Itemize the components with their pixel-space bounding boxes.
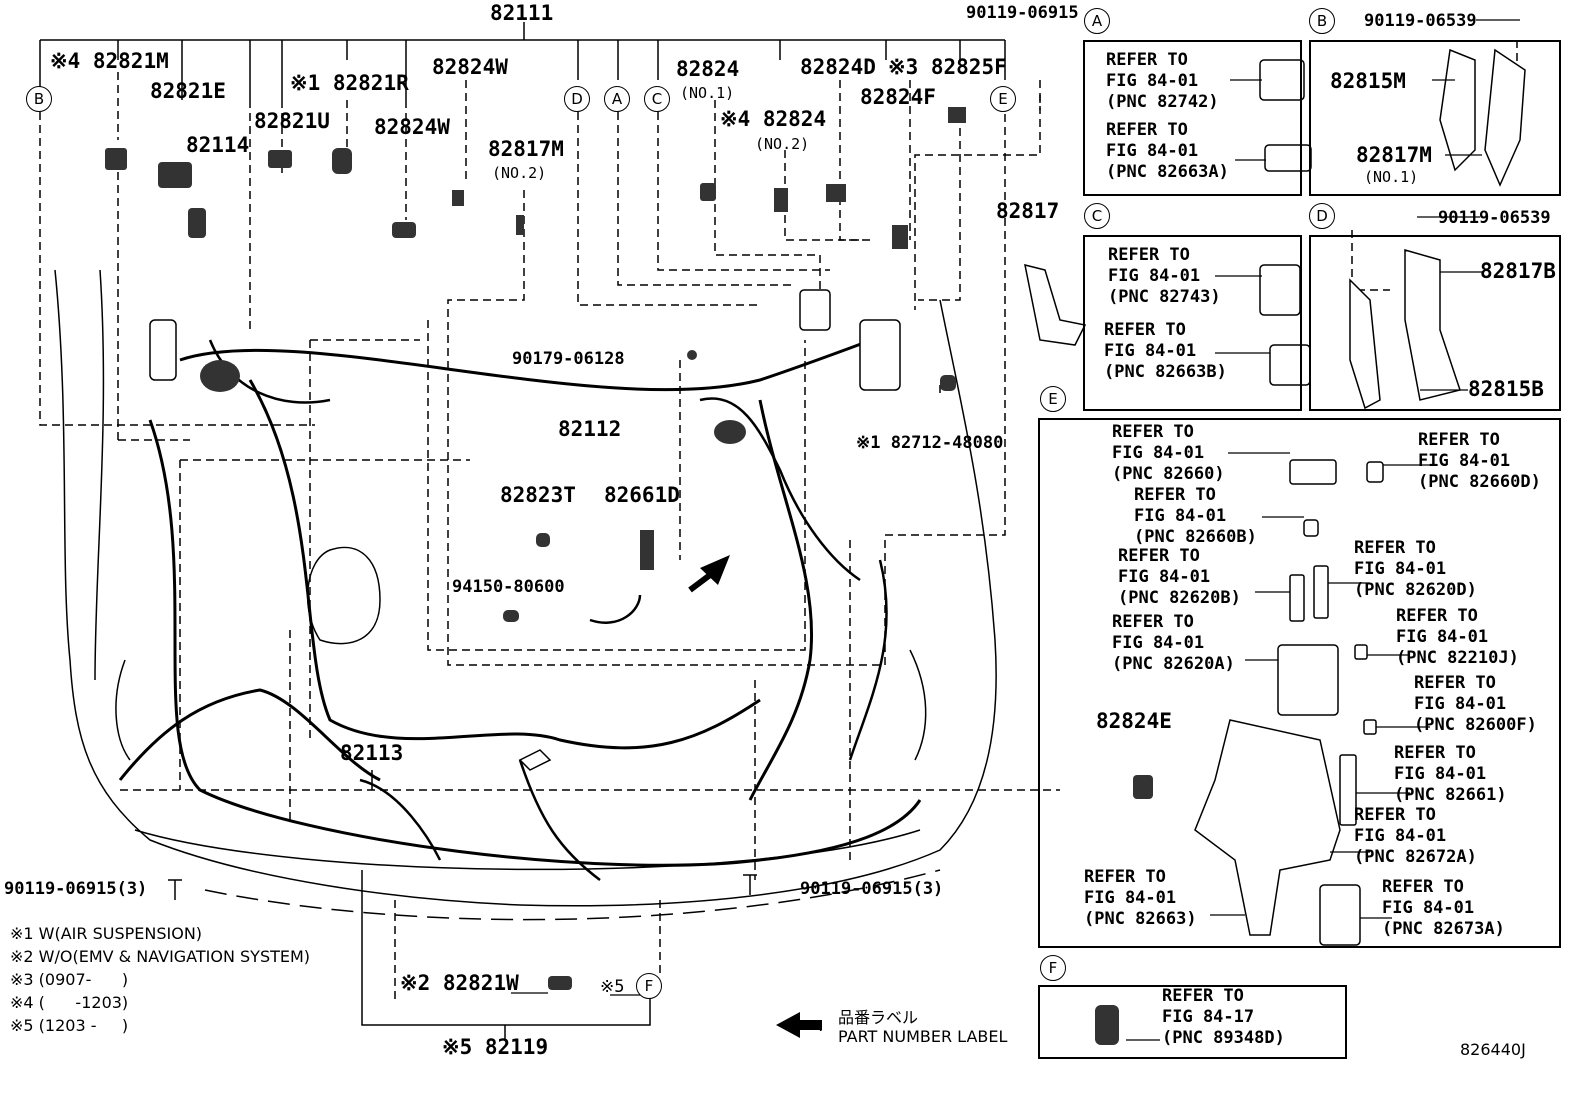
part-label-82821w: ※2 82821W	[400, 971, 519, 995]
part-sub-82817m-no2: (NO.2)	[492, 164, 547, 182]
part-label-82817m-no2: 82817M	[488, 137, 564, 161]
part-label-82825f: ※3 82825F	[888, 55, 1007, 79]
callout-circle-c-main: C	[644, 86, 670, 112]
box-e-ref-82210j: REFER TO FIG 84-01 (PNC 82210J)	[1396, 606, 1519, 668]
box-e-ref-82673a: REFER TO FIG 84-01 (PNC 82673A)	[1382, 877, 1505, 939]
box-e-ref-82620b: REFER TO FIG 84-01 (PNC 82620B)	[1118, 546, 1241, 608]
box-a-ref-82742: REFER TO FIG 84-01 (PNC 82742)	[1106, 50, 1219, 112]
box-e-ref-82660: REFER TO FIG 84-01 (PNC 82660)	[1112, 422, 1225, 484]
callout-circle-e-main: E	[990, 86, 1016, 112]
callout-circle-d-main: D	[564, 86, 590, 112]
part-label-82113: 82113	[340, 741, 404, 765]
detail-box-a	[1083, 40, 1302, 196]
box-e-ref-82661: REFER TO FIG 84-01 (PNC 82661)	[1394, 743, 1507, 805]
box-b-82817m: 82817M	[1356, 143, 1432, 167]
box-f-ref-89348d: REFER TO FIG 84-17 (PNC 89348D)	[1162, 986, 1285, 1048]
callout-circle-f: F	[1040, 955, 1066, 981]
part-label-82817: 82817	[996, 199, 1060, 223]
box-c-ref-82663b: REFER TO FIG 84-01 (PNC 82663B)	[1104, 320, 1227, 382]
legend-label-en: PART NUMBER LABEL	[838, 1027, 1008, 1046]
footnote-1: ※1 W(AIR SUSPENSION)	[10, 924, 203, 943]
callout-circle-e: E	[1040, 386, 1066, 412]
box-e-ref-82620d: REFER TO FIG 84-01 (PNC 82620D)	[1354, 538, 1477, 600]
legend-colon: :	[818, 1016, 824, 1035]
box-e-ref-82600f: REFER TO FIG 84-01 (PNC 82600F)	[1414, 673, 1537, 735]
box-e-82824e: 82824E	[1096, 709, 1172, 733]
part-label-82112: 82112	[558, 417, 622, 441]
footnote-4: ※4 ( -1203)	[10, 993, 129, 1012]
part-sub-82824-no2: (NO.2)	[755, 135, 810, 153]
box-d-bolt-90119-06539: 90119-06539	[1438, 208, 1551, 228]
box-d-82815b: 82815B	[1468, 377, 1544, 401]
note-mark-5: ※5	[600, 977, 625, 997]
part-label-82119: ※5 82119	[442, 1035, 549, 1059]
part-label-90119-06915-top: 90119-06915	[966, 3, 1079, 23]
callout-circle-c: C	[1084, 203, 1110, 229]
detail-box-b	[1309, 40, 1561, 196]
callout-circle-d: D	[1309, 203, 1335, 229]
part-label-82824-no1: 82824	[676, 57, 740, 81]
box-a-ref-82663a: REFER TO FIG 84-01 (PNC 82663A)	[1106, 120, 1229, 182]
part-sub-82824-no1: (NO.1)	[680, 84, 735, 102]
part-label-90119-06915-3-left: 90119-06915(3)	[4, 879, 148, 899]
detail-box-d	[1309, 235, 1561, 411]
part-label-90179-06128: 90179-06128	[512, 349, 625, 369]
part-label-82821e: 82821E	[150, 79, 226, 103]
part-label-82111: 82111	[490, 1, 554, 25]
part-label-82712-48080: ※1 82712-48080	[856, 433, 1004, 453]
callout-circle-a-main: A	[604, 86, 630, 112]
box-e-ref-82660b: REFER TO FIG 84-01 (PNC 82660B)	[1134, 485, 1257, 547]
footnote-5: ※5 (1203 - )	[10, 1016, 129, 1035]
part-label-82114: 82114	[186, 133, 250, 157]
legend-label-jp: 品番ラベル	[838, 1008, 919, 1027]
box-b-82817m-sub: (NO.1)	[1364, 168, 1419, 186]
part-label-82824w-b: 82824W	[374, 115, 450, 139]
box-e-ref-82620a: REFER TO FIG 84-01 (PNC 82620A)	[1112, 612, 1235, 674]
part-label-82824-no2: ※4 82824	[720, 107, 827, 131]
part-label-82824w-a: 82824W	[432, 55, 508, 79]
box-e-ref-82663: REFER TO FIG 84-01 (PNC 82663)	[1084, 867, 1197, 929]
callout-circle-a: A	[1084, 8, 1110, 34]
detail-box-e	[1038, 418, 1561, 948]
detail-box-f	[1038, 985, 1347, 1059]
part-label-90119-06915-3-right: 90119-06915(3)	[800, 879, 944, 899]
part-label-82821r: ※1 82821R	[290, 71, 409, 95]
part-label-94150-80600: 94150-80600	[452, 577, 565, 597]
part-label-82824f: 82824F	[860, 85, 936, 109]
box-b-bolt-90119-06539: 90119-06539	[1364, 11, 1477, 31]
part-label-82821u: 82821U	[254, 109, 330, 133]
figure-code: 826440J	[1460, 1040, 1526, 1059]
footnote-2: ※2 W/O(EMV & NAVIGATION SYSTEM)	[10, 947, 311, 966]
box-e-ref-82672a: REFER TO FIG 84-01 (PNC 82672A)	[1354, 805, 1477, 867]
part-label-82821m: ※4 82821M	[50, 49, 169, 73]
callout-circle-b-main: B	[26, 86, 52, 112]
part-label-82661d: 82661D	[604, 483, 680, 507]
footnote-3: ※3 (0907- )	[10, 970, 129, 989]
detail-box-c	[1083, 235, 1302, 411]
box-e-ref-82660d: REFER TO FIG 84-01 (PNC 82660D)	[1418, 430, 1541, 492]
box-d-82817b: 82817B	[1480, 259, 1556, 283]
callout-circle-b: B	[1309, 8, 1335, 34]
callout-circle-f-main: F	[636, 973, 662, 999]
part-label-82823t: 82823T	[500, 483, 576, 507]
box-b-82815m: 82815M	[1330, 69, 1406, 93]
box-c-ref-82743: REFER TO FIG 84-01 (PNC 82743)	[1108, 245, 1221, 307]
part-label-82824d: 82824D	[800, 55, 876, 79]
